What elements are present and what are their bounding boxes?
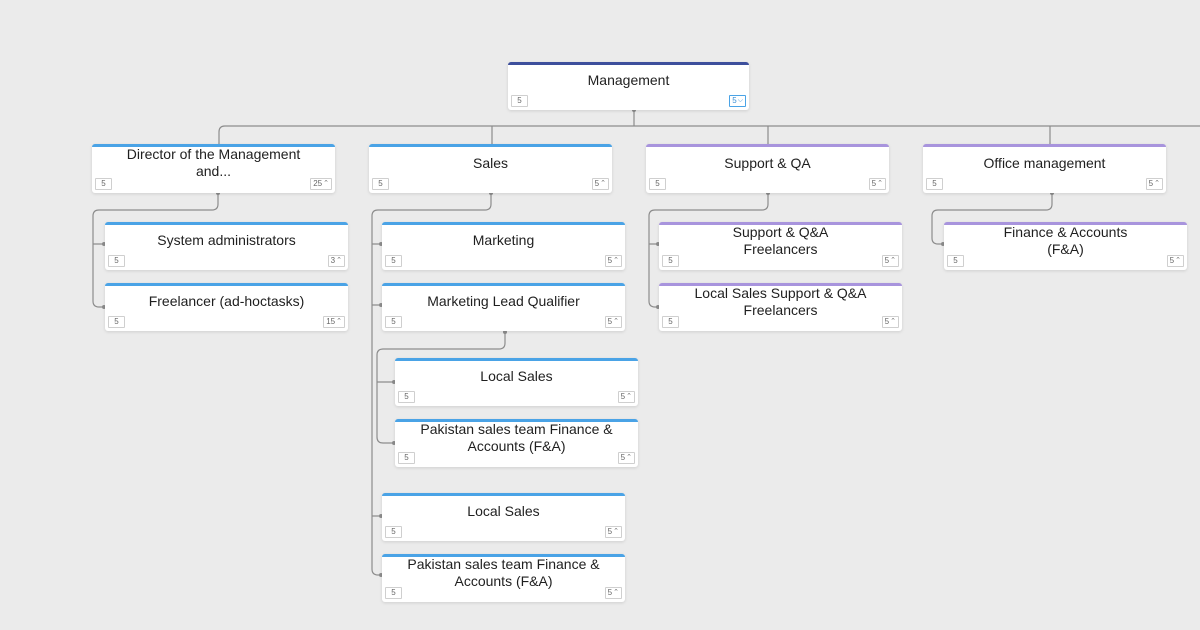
collapse-toggle-button[interactable]: 5⌃ — [604, 316, 622, 328]
node-title: Pakistan sales team Finance & Accounts (… — [420, 420, 613, 454]
collapse-toggle-button[interactable]: 5⌃ — [604, 526, 622, 538]
collapse-toggle-button[interactable]: 5⌃ — [591, 178, 609, 190]
chevron-up-icon: ⌃ — [336, 318, 342, 325]
org-node-pakistan-sales-team[interactable]: Pakistan sales team Finance & Accounts (… — [395, 419, 638, 467]
node-count-badge: 5 — [662, 316, 679, 328]
node-title: Finance & Accounts (F&A) — [1003, 223, 1128, 257]
toggle-count: 15 — [326, 317, 336, 326]
node-count-badge: 5 — [385, 526, 402, 538]
node-title: Marketing — [472, 232, 535, 248]
chevron-up-icon: ⌃ — [1154, 180, 1160, 187]
chevron-up-icon: ⌃ — [626, 454, 632, 461]
node-title: Director of the Management and... — [126, 146, 301, 179]
node-count-badge: 5 — [947, 255, 964, 267]
node-count-badge: 5 — [385, 316, 402, 328]
collapse-toggle-button[interactable]: 5⌃ — [881, 316, 899, 328]
node-count-badge: 5 — [511, 95, 528, 107]
org-node-office-management[interactable]: Office management 5 5⌃ — [923, 144, 1166, 193]
toggle-count: 5 — [594, 179, 600, 188]
node-count-badge: 5 — [108, 255, 125, 267]
org-node-support-qa[interactable]: Support & QA 5 5⌃ — [646, 144, 889, 193]
collapse-toggle-button[interactable]: 5⌃ — [1166, 255, 1184, 267]
node-count-badge: 5 — [649, 178, 666, 190]
chevron-up-icon: ⌃ — [613, 589, 619, 596]
chevron-up-icon: ⌃ — [890, 318, 896, 325]
chevron-up-icon: ⌃ — [613, 318, 619, 325]
node-title: Local Sales — [480, 368, 553, 384]
node-count-badge: 5 — [385, 255, 402, 267]
collapse-toggle-button[interactable]: 15⌃ — [323, 316, 345, 328]
toggle-count: 5 — [884, 317, 890, 326]
node-title: Local Sales Support & Q&A Freelancers — [694, 284, 867, 318]
chevron-up-icon: ⌃ — [323, 180, 329, 187]
collapse-toggle-button[interactable]: 5⌃ — [604, 255, 622, 267]
toggle-count: 5 — [1169, 256, 1175, 265]
chevron-up-icon: ⌃ — [336, 257, 342, 264]
org-node-sales[interactable]: Sales 5 5⌃ — [369, 144, 612, 193]
node-title: Support & Q&A Freelancers — [732, 223, 829, 257]
chevron-down-icon: ⌵ — [737, 97, 743, 104]
toggle-count: 5 — [607, 256, 613, 265]
org-node-support-freelancers[interactable]: Support & Q&A Freelancers 5 5⌃ — [659, 222, 902, 270]
collapse-toggle-button[interactable]: 5⌃ — [868, 178, 886, 190]
collapse-toggle-button[interactable]: 5⌃ — [617, 452, 635, 464]
org-node-local-sales[interactable]: Local Sales 5 5⌃ — [395, 358, 638, 406]
chevron-up-icon: ⌃ — [890, 257, 896, 264]
collapse-toggle-button[interactable]: 5⌃ — [604, 587, 622, 599]
org-node-marketing-lead-qualifier[interactable]: Marketing Lead Qualifier 5 5⌃ — [382, 283, 625, 331]
org-node-finance-accounts[interactable]: Finance & Accounts (F&A) 5 5⌃ — [944, 222, 1187, 270]
toggle-count: 3 — [330, 256, 336, 265]
node-title: Office management — [983, 154, 1106, 171]
org-node-marketing[interactable]: Marketing 5 5⌃ — [382, 222, 625, 270]
org-node-pakistan-sales-team[interactable]: Pakistan sales team Finance & Accounts (… — [382, 554, 625, 602]
collapse-toggle-button[interactable]: 5⌵ — [729, 95, 746, 107]
toggle-count: 5 — [620, 392, 626, 401]
toggle-count: 5 — [620, 453, 626, 462]
node-count-badge: 5 — [385, 587, 402, 599]
node-title: Sales — [472, 154, 509, 171]
node-count-badge: 5 — [398, 391, 415, 403]
toggle-count: 5 — [607, 317, 613, 326]
org-node-freelancer[interactable]: Freelancer (ad-hoctasks) 5 15⌃ — [105, 283, 348, 331]
collapse-toggle-button[interactable]: 3⌃ — [327, 255, 345, 267]
chevron-up-icon: ⌃ — [613, 528, 619, 535]
collapse-toggle-button[interactable]: 5⌃ — [617, 391, 635, 403]
node-count-badge: 5 — [95, 178, 112, 190]
chevron-up-icon: ⌃ — [613, 257, 619, 264]
node-title: Pakistan sales team Finance & Accounts (… — [407, 555, 600, 589]
toggle-count: 25 — [313, 179, 323, 188]
collapse-toggle-button[interactable]: 25⌃ — [310, 178, 332, 190]
node-title: Support & QA — [724, 154, 811, 171]
node-title: Marketing Lead Qualifier — [427, 293, 580, 309]
toggle-count: 5 — [1148, 179, 1154, 188]
org-node-local-support-freelancers[interactable]: Local Sales Support & Q&A Freelancers 5 … — [659, 283, 902, 331]
org-node-local-sales[interactable]: Local Sales 5 5⌃ — [382, 493, 625, 541]
chevron-up-icon: ⌃ — [600, 180, 606, 187]
node-count-badge: 5 — [398, 452, 415, 464]
node-count-badge: 5 — [926, 178, 943, 190]
chevron-up-icon: ⌃ — [877, 180, 883, 187]
node-title: Management — [587, 72, 670, 88]
toggle-count: 5 — [607, 588, 613, 597]
node-count-badge: 5 — [662, 255, 679, 267]
node-count-badge: 5 — [108, 316, 125, 328]
node-count-badge: 5 — [372, 178, 389, 190]
toggle-count: 5 — [871, 179, 877, 188]
node-title: Local Sales — [467, 503, 540, 519]
toggle-count: 5 — [732, 96, 737, 105]
collapse-toggle-button[interactable]: 5⌃ — [1145, 178, 1163, 190]
node-title: Freelancer (ad-hoctasks) — [148, 293, 305, 309]
toggle-count: 5 — [884, 256, 890, 265]
org-node-director[interactable]: Director of the Management and... 5 25⌃ — [92, 144, 335, 193]
org-node-system-administrators[interactable]: System administrators 5 3⌃ — [105, 222, 348, 270]
chevron-up-icon: ⌃ — [1175, 257, 1181, 264]
node-title: System administrators — [157, 232, 296, 248]
collapse-toggle-button[interactable]: 5⌃ — [881, 255, 899, 267]
toggle-count: 5 — [607, 527, 613, 536]
chevron-up-icon: ⌃ — [626, 393, 632, 400]
org-node-management[interactable]: Management 5 5⌵ — [508, 62, 749, 110]
